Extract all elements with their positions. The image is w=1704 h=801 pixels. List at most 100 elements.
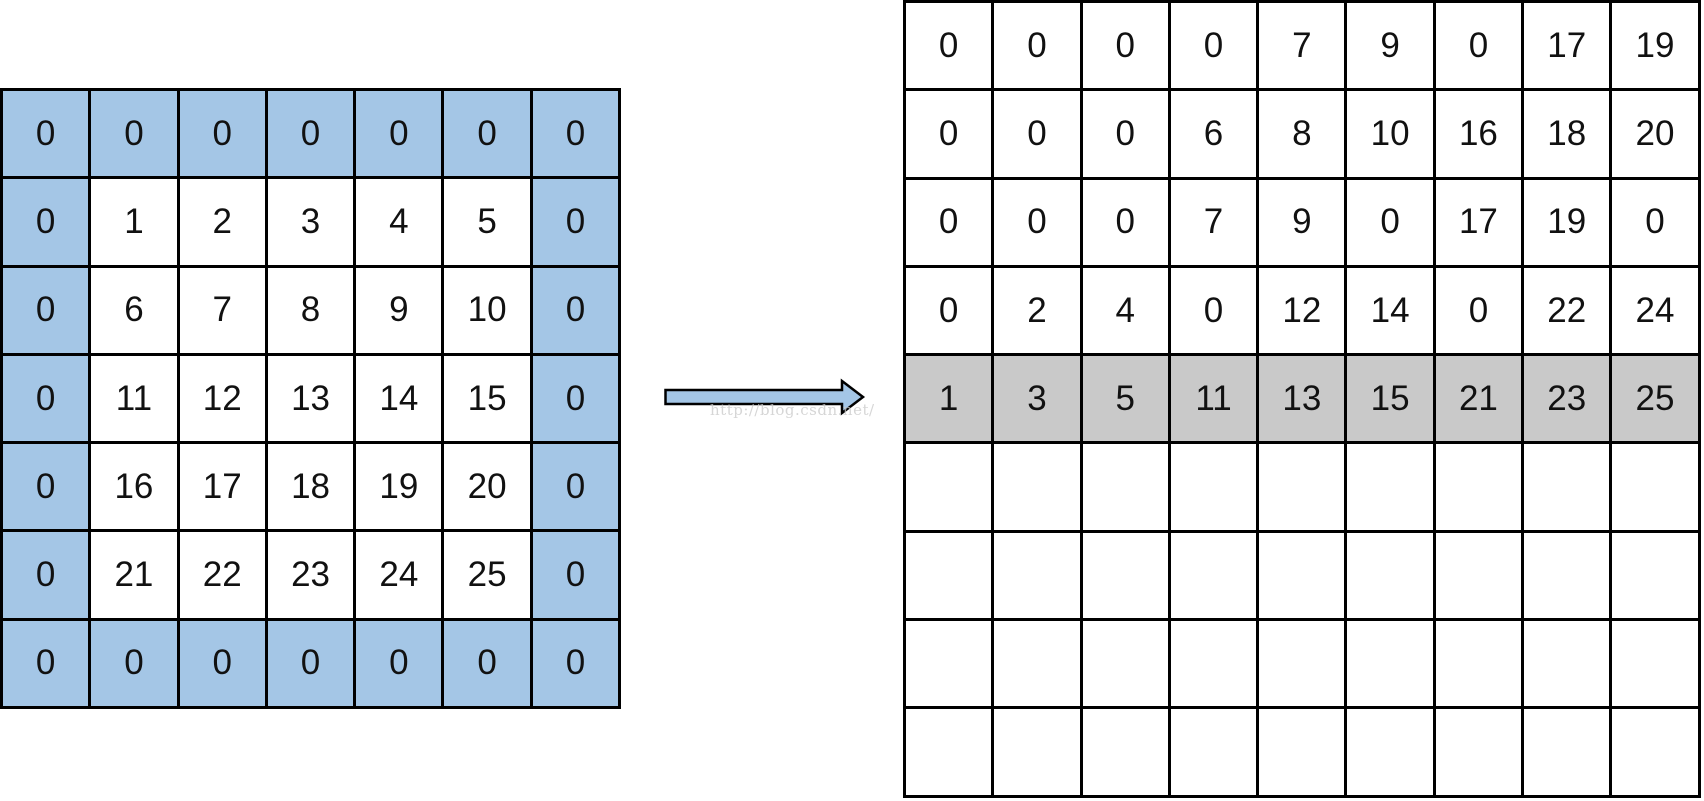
padding-cell: 0 — [91, 91, 180, 180]
output-cell — [1082, 621, 1171, 710]
padding-cell: 0 — [3, 91, 92, 180]
input-cell: 24 — [356, 532, 445, 621]
input-cell: 21 — [91, 532, 180, 621]
output-cell — [1612, 621, 1701, 710]
output-cell — [906, 532, 995, 622]
padding-cell: 0 — [3, 267, 92, 356]
output-cell: 7 — [1170, 179, 1260, 268]
padding-cell: 0 — [267, 620, 357, 710]
output-cell — [1612, 532, 1701, 622]
input-cell: 14 — [356, 355, 445, 445]
output-cell: 9 — [1259, 179, 1348, 268]
output-cell: 0 — [906, 267, 995, 357]
output-cell — [1170, 621, 1260, 710]
input-cell: 9 — [356, 267, 445, 356]
output-cell: 12 — [1259, 267, 1348, 357]
output-cell: 19 — [1612, 3, 1701, 92]
output-cell: 0 — [994, 91, 1083, 180]
highlighted-output-cell: 5 — [1082, 356, 1171, 445]
output-cell: 0 — [1082, 179, 1171, 268]
highlighted-output-cell: 21 — [1435, 356, 1525, 445]
watermark-text: http://blog.csdn.net/ — [710, 401, 875, 419]
output-cell: 4 — [1082, 267, 1171, 357]
output-cell: 0 — [1612, 179, 1701, 268]
input-cell: 1 — [91, 179, 180, 268]
output-cell: 0 — [1170, 3, 1260, 92]
input-cell: 16 — [91, 444, 180, 533]
padding-cell: 0 — [532, 91, 622, 180]
output-cell: 7 — [1259, 3, 1348, 92]
output-cell: 0 — [1082, 3, 1171, 92]
padding-cell: 0 — [444, 620, 533, 710]
padding-cell: 0 — [444, 91, 533, 180]
output-cell — [1082, 709, 1171, 798]
output-cell — [1435, 532, 1525, 622]
output-cell: 0 — [1170, 267, 1260, 357]
output-cell: 2 — [994, 267, 1083, 357]
input-cell: 18 — [267, 444, 357, 533]
output-cell: 0 — [1435, 267, 1525, 357]
output-cell — [994, 444, 1083, 533]
output-cell — [1612, 709, 1701, 798]
output-cell — [1082, 532, 1171, 622]
input-cell: 23 — [267, 532, 357, 621]
output-cell — [1347, 444, 1436, 533]
output-cell — [1524, 444, 1613, 533]
output-cell — [1524, 621, 1613, 710]
input-cell: 20 — [444, 444, 533, 533]
input-cell: 25 — [444, 532, 533, 621]
output-cell: 18 — [1524, 91, 1613, 180]
highlighted-output-cell: 15 — [1347, 356, 1436, 445]
output-cell: 17 — [1435, 179, 1525, 268]
padding-cell: 0 — [356, 91, 445, 180]
output-cell: 10 — [1347, 91, 1436, 180]
padding-cell: 0 — [356, 620, 445, 710]
output-cell: 24 — [1612, 267, 1701, 357]
padding-cell: 0 — [532, 444, 622, 533]
input-cell: 11 — [91, 355, 180, 445]
input-cell: 12 — [179, 355, 268, 445]
highlighted-output-cell: 25 — [1612, 356, 1701, 445]
highlighted-output-cell: 3 — [994, 356, 1083, 445]
padding-cell: 0 — [3, 620, 92, 710]
padding-cell: 0 — [91, 620, 180, 710]
highlighted-output-cell: 11 — [1170, 356, 1260, 445]
output-cell — [1259, 444, 1348, 533]
output-cell — [1435, 709, 1525, 798]
output-cell — [906, 709, 995, 798]
output-cell — [1170, 709, 1260, 798]
input-cell: 7 — [179, 267, 268, 356]
highlighted-output-cell: 1 — [906, 356, 995, 445]
output-cell — [1347, 532, 1436, 622]
input-cell: 6 — [91, 267, 180, 356]
highlighted-output-cell: 13 — [1259, 356, 1348, 445]
output-cell — [1170, 532, 1260, 622]
output-cell — [906, 621, 995, 710]
right-arrow-icon — [664, 378, 866, 416]
input-cell: 3 — [267, 179, 357, 268]
output-cell — [994, 532, 1083, 622]
output-cell: 6 — [1170, 91, 1260, 180]
output-cell — [1259, 621, 1348, 710]
input-cell: 8 — [267, 267, 357, 356]
output-cell: 0 — [906, 179, 995, 268]
output-cell: 14 — [1347, 267, 1436, 357]
input-cell: 13 — [267, 355, 357, 445]
padding-cell: 0 — [3, 532, 92, 621]
output-cell: 17 — [1524, 3, 1613, 92]
input-cell: 15 — [444, 355, 533, 445]
padding-cell: 0 — [532, 179, 622, 268]
padding-cell: 0 — [532, 620, 622, 710]
output-cell — [906, 444, 995, 533]
output-cell — [1435, 621, 1525, 710]
input-cell: 10 — [444, 267, 533, 356]
output-cell — [1259, 532, 1348, 622]
padding-cell: 0 — [3, 355, 92, 445]
output-cell — [1347, 709, 1436, 798]
output-cell — [1259, 709, 1348, 798]
output-cell — [1524, 709, 1613, 798]
output-cell: 19 — [1524, 179, 1613, 268]
output-cell: 0 — [994, 179, 1083, 268]
